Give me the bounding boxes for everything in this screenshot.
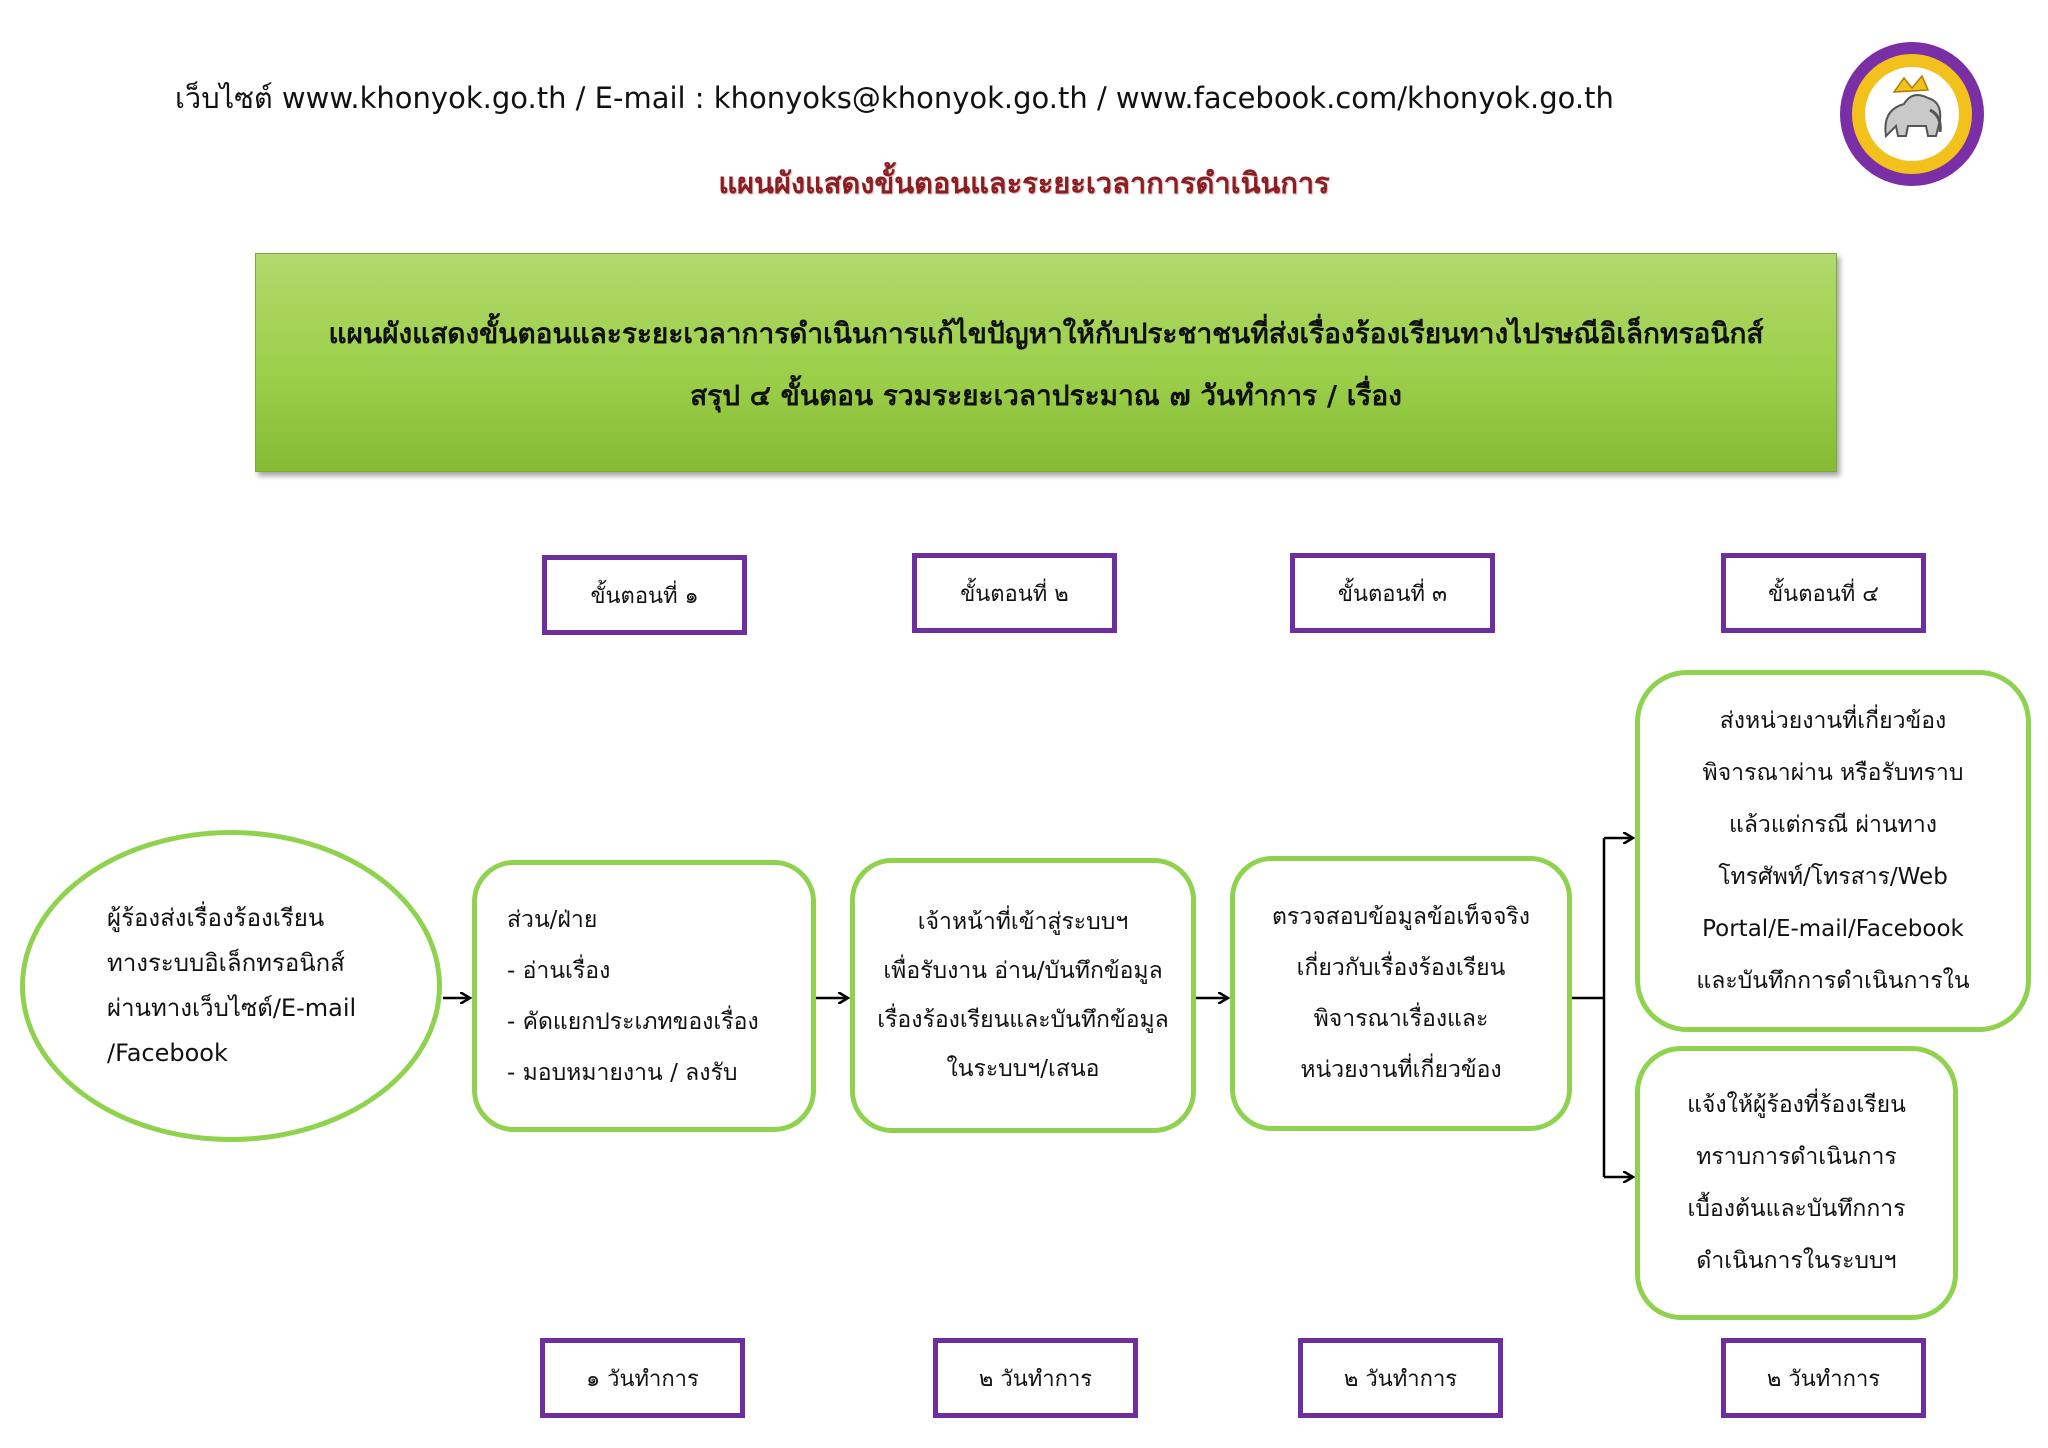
step1-line: - มอบหมายงาน / ลงรับ bbox=[507, 1060, 738, 1086]
step-label-2: ขั้นตอนที่ ๒ bbox=[912, 553, 1117, 633]
step2-process-box: เจ้าหน้าที่เข้าสู่ระบบฯ เพื่อรับงาน อ่าน… bbox=[850, 858, 1196, 1133]
step2-line: เจ้าหน้าที่เข้าสู่ระบบฯ bbox=[917, 908, 1129, 935]
step-label-3: ขั้นตอนที่ ๓ bbox=[1290, 553, 1495, 633]
step4a-line: Portal/E-mail/Facebook bbox=[1702, 916, 1964, 942]
banner-title: แผนผังแสดงขั้นตอนและระยะเวลาการดำเนินการ… bbox=[328, 316, 1764, 350]
contact-line: เว็บไซต์ www.khonyok.go.th / E-mail : kh… bbox=[175, 81, 1614, 115]
start-complainant-ellipse: ผู้ร้องส่งเรื่องร้องเรียน ทางระบบอิเล็กท… bbox=[20, 830, 442, 1142]
step1-line: - คัดแยกประเภทของเรื่อง bbox=[507, 1009, 759, 1035]
step3-line: พิจารณาเรื่องและ bbox=[1313, 1005, 1489, 1032]
start-line: ผู้ร้องส่งเรื่องร้องเรียน bbox=[107, 904, 325, 932]
step4b-line: เบื้องต้นและบันทึกการ bbox=[1687, 1196, 1906, 1222]
step1-line: ส่วน/ฝ่าย bbox=[507, 907, 598, 933]
step4a-line: โทรศัพท์/โทรสาร/Web bbox=[1718, 864, 1948, 890]
step2-line: เพื่อรับงาน อ่าน/บันทึกข้อมูล bbox=[883, 957, 1163, 984]
step1-process-box: ส่วน/ฝ่าย - อ่านเรื่อง - คัดแยกประเภทของ… bbox=[472, 860, 816, 1132]
step4b-line: แจ้งให้ผู้ร้องที่ร้องเรียน bbox=[1687, 1092, 1906, 1118]
organization-seal-logo bbox=[1840, 42, 1984, 186]
duration-step-1: ๑ วันทำการ bbox=[540, 1338, 745, 1418]
step4a-line: พิจารณาผ่าน หรือรับทราบ bbox=[1702, 760, 1964, 786]
step3-process-box: ตรวจสอบข้อมูลข้อเท็จจริง เกี่ยวกับเรื่อง… bbox=[1230, 856, 1572, 1131]
step4b-line: ทราบการดำเนินการ bbox=[1696, 1144, 1897, 1170]
step4-notify-box: แจ้งให้ผู้ร้องที่ร้องเรียน ทราบการดำเนิน… bbox=[1635, 1046, 1958, 1320]
step1-line: - อ่านเรื่อง bbox=[507, 958, 611, 984]
step3-line: หน่วยงานที่เกี่ยวข้อง bbox=[1300, 1056, 1502, 1083]
duration-step-2: ๒ วันทำการ bbox=[933, 1338, 1138, 1418]
step3-line: ตรวจสอบข้อมูลข้อเท็จจริง bbox=[1271, 903, 1531, 930]
start-line: ผ่านทางเว็บไซต์/E-mail bbox=[107, 994, 357, 1022]
start-line: ทางระบบอิเล็กทรอนิกส์ bbox=[107, 949, 345, 977]
step4a-line: แล้วแต่กรณี ผ่านทาง bbox=[1729, 812, 1937, 838]
step4a-line: ส่งหน่วยงานที่เกี่ยวข้อง bbox=[1719, 708, 1947, 734]
step3-line: เกี่ยวกับเรื่องร้องเรียน bbox=[1296, 954, 1506, 981]
duration-step-3: ๒ วันทำการ bbox=[1298, 1338, 1503, 1418]
step-label-4: ขั้นตอนที่ ๔ bbox=[1721, 553, 1926, 633]
step2-line: เรื่องร้องเรียนและบันทึกข้อมูล bbox=[877, 1006, 1169, 1033]
page-subtitle: แผนผังแสดงขั้นตอนและระยะเวลาการดำเนินการ bbox=[718, 166, 1330, 200]
duration-step-4: ๒ วันทำการ bbox=[1721, 1338, 1926, 1418]
summary-banner: แผนผังแสดงขั้นตอนและระยะเวลาการดำเนินการ… bbox=[255, 253, 1837, 472]
start-line: /Facebook bbox=[107, 1039, 228, 1067]
step2-line: ในระบบฯ/เสนอ bbox=[946, 1055, 1100, 1082]
step4-forward-box: ส่งหน่วยงานที่เกี่ยวข้อง พิจารณาผ่าน หรื… bbox=[1635, 670, 2031, 1032]
step4a-line: และบันทึกการดำเนินการใน bbox=[1696, 968, 1970, 994]
banner-summary: สรุป ๔ ขั้นตอน รวมระยะเวลาประมาณ ๗ วันทำ… bbox=[690, 378, 1402, 412]
step4b-line: ดำเนินการในระบบฯ bbox=[1696, 1248, 1897, 1274]
step-label-1: ขั้นตอนที่ ๑ bbox=[542, 555, 747, 635]
